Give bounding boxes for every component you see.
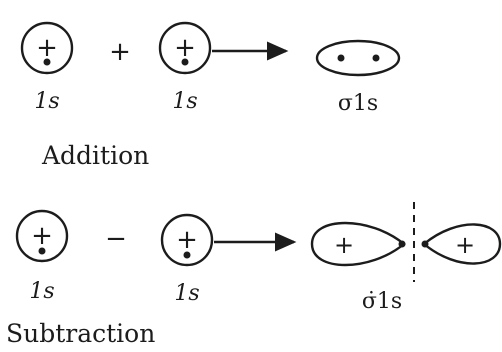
orbital-circle — [160, 213, 214, 267]
nucleus-dot — [43, 58, 51, 66]
subtraction-row: + 1s − + 1s + + σ̇1s Subtraction — [6, 202, 502, 348]
sigma-antibonding-orbital: + + — [310, 202, 502, 282]
addition-orbital-b-label: 1s — [172, 89, 197, 114]
addition-result-label: σ1s — [338, 91, 378, 116]
subtraction-orbital-b-label: 1s — [174, 281, 199, 306]
nucleus-dot — [398, 240, 406, 248]
addition-orbital-a-label: 1s — [34, 89, 59, 114]
bonding-ellipse — [315, 39, 401, 77]
subtraction-result-label: σ̇1s — [362, 289, 402, 314]
nucleus-dot — [38, 247, 46, 255]
sigma-bonding-orbital — [315, 39, 401, 77]
lobe-sign-left: + — [334, 231, 354, 259]
lobe-sign-right: + — [455, 231, 475, 259]
orbital-sign: + — [31, 221, 53, 251]
nucleus-dot — [183, 251, 191, 259]
subtraction-caption: Subtraction — [6, 319, 155, 348]
nucleus-dot — [337, 54, 345, 62]
orbital-sign: + — [36, 33, 58, 63]
orbital-sign: + — [174, 33, 196, 63]
addition-operator: + — [109, 37, 131, 67]
antibonding-lobe-left — [310, 221, 406, 267]
subtraction-orbital-b: + — [160, 213, 214, 267]
orbital-sign: + — [176, 225, 198, 255]
nucleus-dot — [421, 240, 429, 248]
orbital-circle — [158, 21, 212, 75]
orbital-circle — [15, 209, 69, 263]
subtraction-operator: − — [105, 224, 127, 254]
addition-caption: Addition — [41, 141, 149, 170]
subtraction-orbital-a: + — [15, 209, 69, 263]
orbital-circle — [20, 21, 74, 75]
nucleus-dot — [181, 58, 189, 66]
addition-orbital-a: + — [20, 21, 74, 75]
subtraction-orbital-a-label: 1s — [29, 279, 54, 304]
addition-row: + 1s + + 1s σ1s Addition — [20, 21, 401, 170]
antibonding-lobe-right — [422, 223, 502, 265]
addition-orbital-b: + — [158, 21, 212, 75]
nucleus-dot — [372, 54, 380, 62]
